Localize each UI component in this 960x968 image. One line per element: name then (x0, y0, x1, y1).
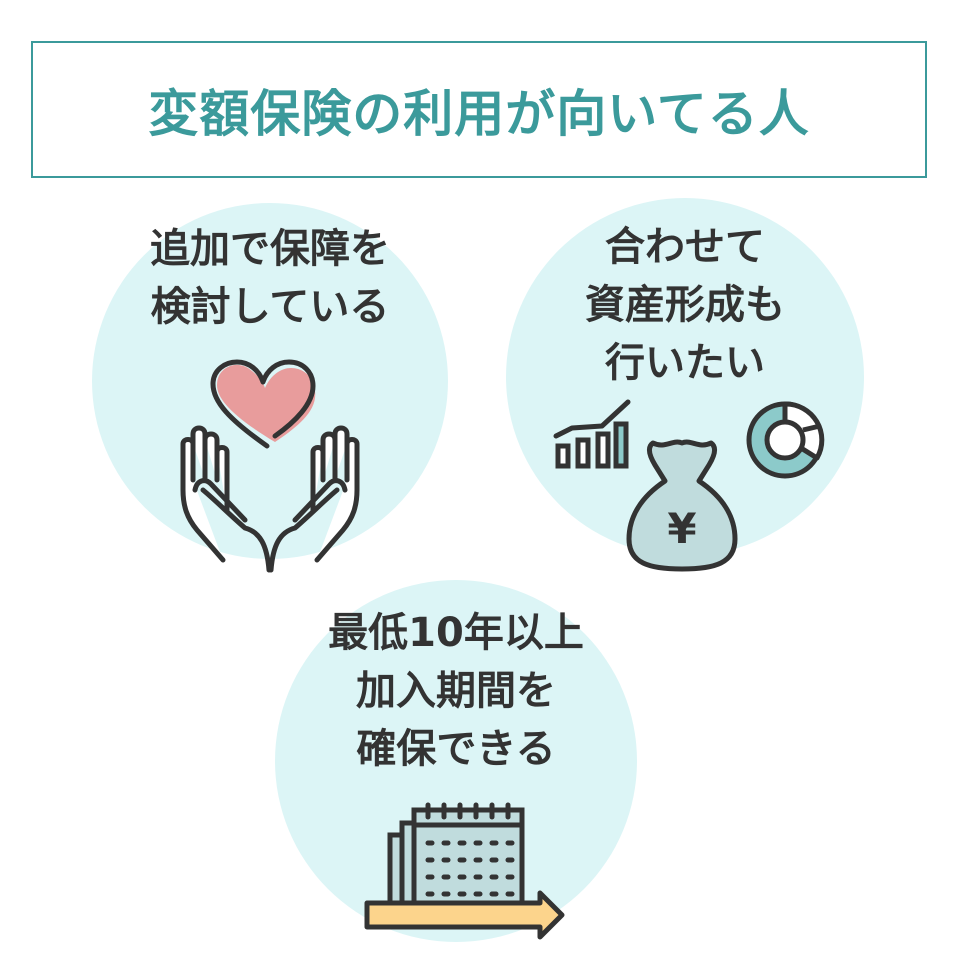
item-3-line-2: 加入期間を (356, 668, 556, 714)
item-label-2: 合わせて 資産形成も 行いたい (505, 218, 865, 392)
page-title: 変額保険の利用が向いてる人 (148, 84, 810, 143)
item-3-line-3: 確保できる (356, 726, 556, 772)
bar-chart-icon (553, 399, 631, 469)
item-2-line-3: 行いたい (605, 340, 765, 386)
donut-chart-icon (746, 401, 825, 479)
svg-text:¥: ¥ (667, 504, 696, 553)
item-1-line-1: 追加で保障を (150, 226, 390, 272)
calendar-arrow-icon (364, 802, 565, 940)
money-bag-yen-icon: ¥ (626, 439, 738, 572)
heart-hands-icon (180, 359, 360, 573)
item-label-1: 追加で保障を 検討している (100, 220, 440, 336)
title-banner: 変額保険の利用が向いてる人 (31, 41, 927, 178)
item-3-line-1: 最低10年以上 (328, 610, 584, 656)
item-1-line-2: 検討している (150, 284, 390, 330)
item-label-3: 最低10年以上 加入期間を 確保できる (275, 604, 637, 778)
item-2-line-2: 資産形成も (585, 282, 785, 328)
item-2-line-1: 合わせて (605, 224, 765, 270)
